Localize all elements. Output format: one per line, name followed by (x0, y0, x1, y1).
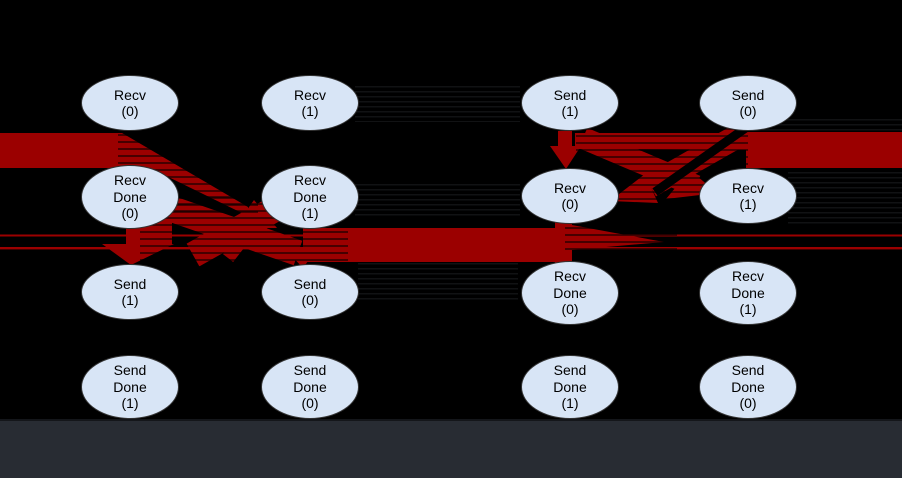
node-label: Send (553, 362, 587, 379)
node-label: Recv (294, 86, 326, 103)
node-label: (0) (121, 205, 139, 222)
node-right-send-1: Send (1) (521, 75, 619, 131)
node-label: Send (293, 362, 327, 379)
node-label: Send (113, 275, 147, 292)
node-label: Send (731, 86, 765, 103)
node-label: Recv (732, 179, 764, 196)
red-arrowhead-into-send-1-left (102, 244, 174, 265)
node-right-recv-0: Recv (0) (521, 168, 619, 224)
node-label: Done (731, 378, 765, 395)
red-arrowhead-into-recv-0-right (550, 146, 581, 169)
red-edge-long-band-recv0-to-send0 (303, 228, 571, 262)
node-label: (1) (561, 103, 579, 119)
node-label: (0) (561, 301, 579, 318)
node-label: Recv (114, 86, 146, 103)
node-label: Done (113, 378, 147, 395)
node-label: Recv (294, 172, 326, 189)
node-label: (0) (561, 196, 579, 212)
node-label: Done (553, 378, 587, 395)
node-label: (0) (301, 395, 319, 412)
node-left-recv-done-1: Recv Done (1) (261, 165, 359, 229)
node-left-send-0: Send (0) (261, 264, 359, 320)
node-label: Send (113, 362, 147, 379)
node-label: (1) (121, 292, 139, 308)
node-label: Send (293, 275, 327, 292)
node-left-send-done-0: Send Done (0) (261, 355, 359, 419)
node-label: Done (293, 378, 327, 395)
red-edge-long-band-taper (572, 225, 664, 250)
node-left-recv-1: Recv (1) (261, 75, 359, 131)
node-left-recv-done-0: Recv Done (0) (81, 165, 179, 229)
node-label: (1) (739, 301, 757, 318)
node-label: (0) (121, 103, 139, 119)
node-label: Recv (554, 268, 586, 285)
node-label: (0) (301, 292, 319, 308)
node-right-recv-done-0: Recv Done (0) (521, 261, 619, 325)
node-label: (1) (121, 395, 139, 412)
node-label: Done (553, 284, 587, 301)
node-right-recv-done-1: Recv Done (1) (699, 261, 797, 325)
node-right-recv-1: Recv (1) (699, 168, 797, 224)
node-label: (1) (561, 395, 579, 412)
node-label: Done (293, 188, 327, 205)
red-edge-send1-recv0-right-stem (558, 131, 572, 147)
node-left-send-done-1: Send Done (1) (81, 355, 179, 419)
red-edge-long-band-stem (555, 222, 572, 263)
node-label: (0) (739, 103, 757, 119)
node-label: Send (731, 362, 765, 379)
red-edge-wrap-left-band (0, 133, 248, 216)
bottom-dark-bar (0, 419, 902, 478)
node-left-send-1: Send (1) (81, 264, 179, 320)
node-label: (1) (301, 103, 319, 119)
node-label: Done (731, 284, 765, 301)
node-label: Recv (732, 268, 764, 285)
node-label: Send (553, 86, 587, 103)
node-label: (1) (301, 205, 319, 222)
node-label: Recv (114, 172, 146, 189)
node-left-recv-0: Recv (0) (81, 75, 179, 131)
node-label: (1) (739, 196, 757, 212)
red-edge-wrap-right-band (746, 132, 902, 168)
node-label: Done (113, 188, 147, 205)
node-label: (0) (739, 395, 757, 412)
node-label: Recv (554, 179, 586, 196)
node-right-send-done-0: Send Done (0) (699, 355, 797, 419)
node-right-send-done-1: Send Done (1) (521, 355, 619, 419)
node-right-send-0: Send (0) (699, 75, 797, 131)
